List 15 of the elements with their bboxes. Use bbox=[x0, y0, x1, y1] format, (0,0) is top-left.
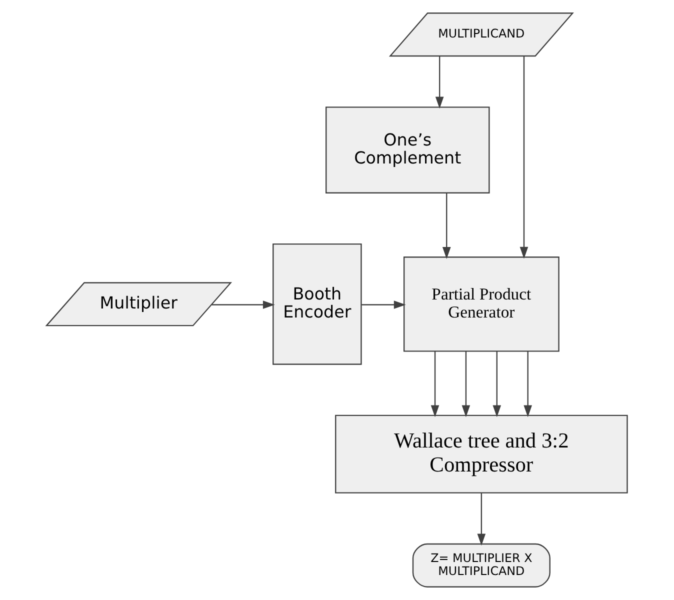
arrow bbox=[520, 56, 528, 259]
node-box: Z= MULTIPLIER X MULTIPLICAND bbox=[412, 543, 550, 588]
arrow bbox=[362, 300, 406, 309]
arrow bbox=[212, 300, 275, 309]
arrow bbox=[524, 351, 532, 418]
arrow bbox=[462, 351, 470, 418]
arrow bbox=[430, 351, 440, 418]
node-box: One’s Complement bbox=[326, 106, 490, 194]
arrow bbox=[435, 56, 444, 109]
arrow bbox=[477, 493, 486, 546]
arrow bbox=[492, 351, 502, 418]
node-box: Partial Product Generator bbox=[403, 256, 560, 352]
node-box: Booth Encoder bbox=[272, 243, 362, 365]
node-box: Wallace tree and 3:2 Compressor bbox=[335, 414, 628, 494]
arrow bbox=[442, 192, 451, 259]
